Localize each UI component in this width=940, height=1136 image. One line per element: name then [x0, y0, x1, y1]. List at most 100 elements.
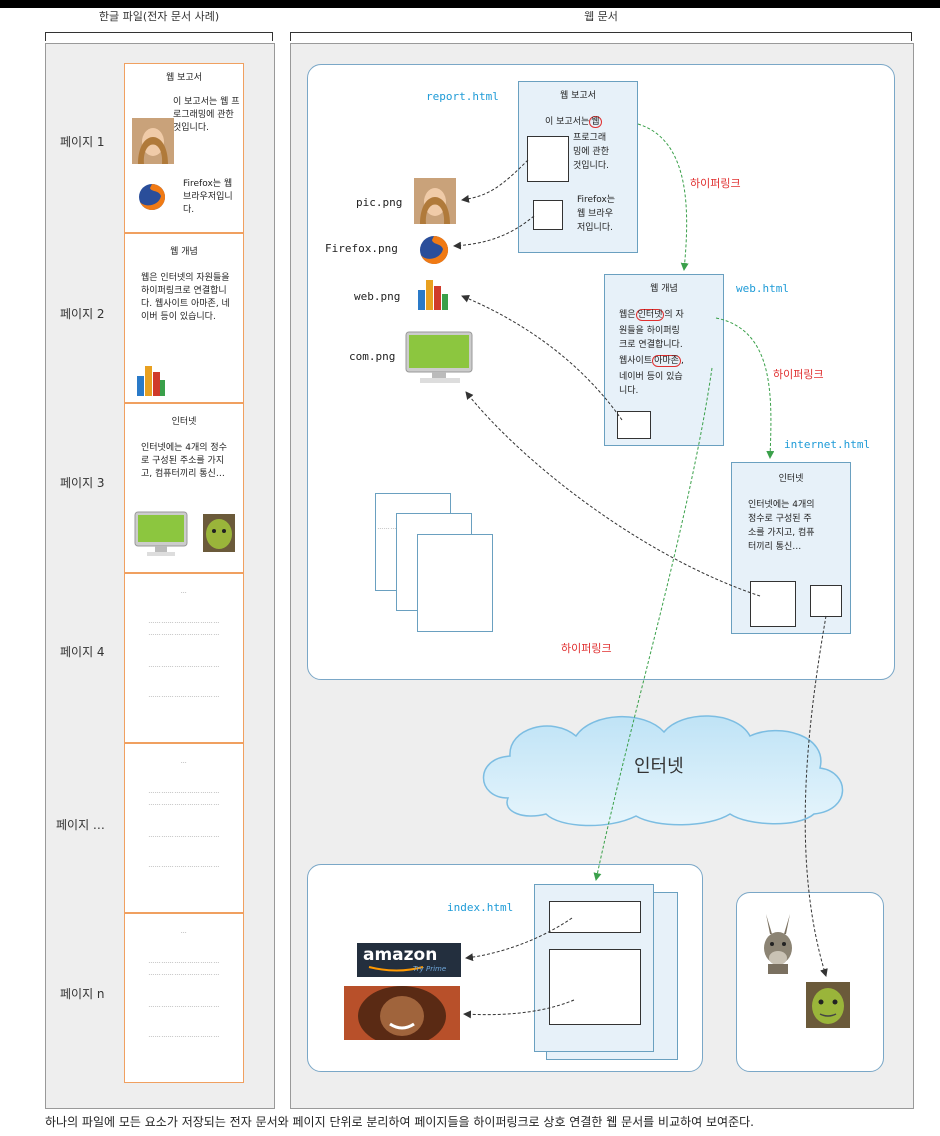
report-doc-line-6: 웹 브라우	[577, 209, 613, 219]
internet-cloud	[482, 715, 844, 827]
internet-doc-line-2: 정수로 구성된 주	[748, 514, 812, 524]
report-doc-line-3: 밍에 관한	[573, 147, 609, 157]
amazon-prime-text: Try Prime	[413, 965, 447, 973]
top-bar	[0, 0, 940, 8]
internet-doc-title: 인터넷	[778, 474, 804, 484]
page-3-text: 인터넷에는 4개의 정수로 구성된 주소를 가지고, 컴퓨터끼리 통신…	[141, 443, 227, 479]
page-label-n: 페이지 n	[60, 987, 105, 1001]
page-2-text: 웹은 인터넷의 자원들을 하이퍼링크로 연결합니다. 웹사이트 아마존, 네이버…	[141, 273, 230, 322]
report-doc-line-1-text: 이 보고서는	[545, 117, 590, 127]
page-label-4: 페이지 4	[60, 645, 105, 659]
page-n: … …………………………… …………………………… …………………………… ………	[124, 913, 244, 1083]
link-internet[interactable]: 인터넷	[635, 309, 665, 321]
hyperlink-arrow-web	[637, 123, 689, 271]
arrow-oprah	[463, 999, 575, 1019]
firefox-png-label: Firefox.png	[325, 242, 398, 255]
internet-cloud-label: 인터넷	[634, 756, 684, 777]
web-doc-line-6: 니다.	[619, 386, 639, 396]
hyperlink-label-2: 하이퍼링크	[773, 368, 824, 381]
left-bracket	[45, 32, 273, 41]
report-doc-line-2: 프로그래	[573, 133, 607, 143]
arrow-amazon	[465, 917, 573, 962]
page-1-text1: 이 보고서는 웹 프로그래밍에 관한 것입니다.	[173, 97, 240, 133]
stacked-page-3	[417, 534, 493, 632]
computer-icon	[134, 511, 188, 556]
web-doc-line-1a: 웹은	[619, 310, 636, 320]
page-1-title: 웹 보고서	[166, 73, 202, 83]
page-3: 인터넷 인터넷에는 4개의 정수로 구성된 주소를 가지고, 컴퓨터끼리 통신…	[124, 403, 244, 573]
web-doc-title: 웹 개념	[650, 284, 678, 294]
link-amazon[interactable]: 아마존	[652, 355, 681, 367]
portrait-thumb-icon	[414, 178, 456, 224]
page-n-line-4: ……………………………	[148, 1032, 220, 1039]
page-label-2: 페이지 2	[60, 307, 105, 321]
page-1-text2: Firefox는 웹 브라우저입니다.	[183, 179, 233, 215]
web-doc-line-4c: ,	[680, 356, 684, 366]
page-label-1: 페이지 1	[60, 135, 105, 149]
page-more: … …………………………… …………………………… …………………………… ………	[124, 743, 244, 913]
web-png-label: web.png	[354, 290, 401, 303]
left-header: 한글 파일(전자 문서 사례)	[98, 10, 220, 23]
index-html-label: index.html	[447, 901, 514, 914]
arrow-pic	[461, 159, 529, 203]
page-4-line-1: ……………………………	[148, 618, 220, 625]
page-n-line-1: ……………………………	[148, 958, 220, 965]
page-2-title: 웹 개념	[170, 247, 198, 257]
arrow-com	[465, 391, 761, 597]
page-1: 웹 보고서 이 보고서는 웹 프로그래밍에 관한 것입니다. Firefox는 …	[124, 63, 244, 233]
page-more-dots: …	[180, 758, 188, 765]
page-more-line-3: ……………………………	[148, 832, 220, 839]
page-4-line-4: ……………………………	[148, 692, 220, 699]
internet-doc-line-3: 소를 가지고, 컴퓨	[748, 528, 815, 538]
hyperlink-label-1: 하이퍼링크	[690, 177, 741, 190]
page-label-more: 페이지 …	[56, 818, 105, 832]
arrow-webpng	[461, 294, 623, 421]
page-4-line-2: ……………………………	[148, 630, 220, 637]
amazon-smile-icon	[368, 966, 424, 972]
web-html-label: web.html	[736, 282, 789, 295]
hyperlink-arrow-internet	[715, 317, 775, 459]
right-header: 웹 문서	[584, 10, 618, 23]
page-label-3: 페이지 3	[60, 476, 105, 490]
amazon-logo-text: amazon	[363, 945, 438, 965]
page-more-line-1: ……………………………	[148, 788, 220, 795]
portrait-photo-icon	[132, 118, 174, 164]
pic-png-label: pic.png	[356, 196, 403, 209]
web-doc-line-2: 원들을 하이퍼링	[619, 326, 680, 336]
web-doc-line-1c: 의 자	[664, 310, 684, 320]
page-4: … …………………………… …………………………… …………………………… ………	[124, 573, 244, 743]
index-amazon-box	[549, 901, 641, 933]
hyperlink-arrow-amazon	[593, 367, 713, 881]
report-doc-line-7: 저입니다.	[577, 223, 613, 233]
link-web[interactable]: 웹	[589, 116, 602, 128]
report-html-label: report.html	[426, 90, 499, 103]
ogre-thumb-icon	[806, 982, 850, 1028]
web-doc-line-3: 크로 연결합니다.	[619, 340, 683, 350]
index-html-doc	[534, 884, 654, 1052]
right-bracket	[290, 32, 912, 41]
bar-chart-thumb-icon	[418, 280, 448, 310]
firefox-thumb-icon	[420, 235, 449, 264]
internet-doc-line-4: 터끼리 통신…	[748, 542, 802, 552]
internet-doc-line-1: 인터넷에는 4개의	[748, 500, 815, 510]
com-embed-box	[750, 581, 796, 627]
web-doc-line-4a: 웹사이트	[619, 356, 653, 366]
web-doc-line-5: 네이버 등이 있습	[619, 372, 683, 382]
internet-html-doc: 인터넷 인터넷에는 4개의 정수로 구성된 주 소를 가지고, 컴퓨 터끼리 통…	[731, 462, 851, 634]
page-4-line-3: ……………………………	[148, 662, 220, 669]
ogre-icon	[203, 514, 235, 552]
computer-thumb-icon	[405, 331, 473, 383]
index-oprah-box	[549, 949, 641, 1025]
page-2: 웹 개념 웹은 인터넷의 자원들을 하이퍼링크로 연결합니다. 웹사이트 아마존…	[124, 233, 244, 403]
firefox-icon	[139, 184, 165, 210]
firefox-embed-box	[533, 200, 563, 230]
arrow-shrek	[804, 615, 828, 977]
page-3-title: 인터넷	[171, 417, 197, 427]
figure-caption: 하나의 파일에 모든 요소가 저장되는 전자 문서와 페이지 단위로 분리하여 …	[45, 1115, 754, 1129]
internet-html-label: internet.html	[784, 438, 871, 451]
report-doc-line-5: Firefox는	[577, 195, 616, 205]
page-n-dots: …	[180, 928, 188, 935]
